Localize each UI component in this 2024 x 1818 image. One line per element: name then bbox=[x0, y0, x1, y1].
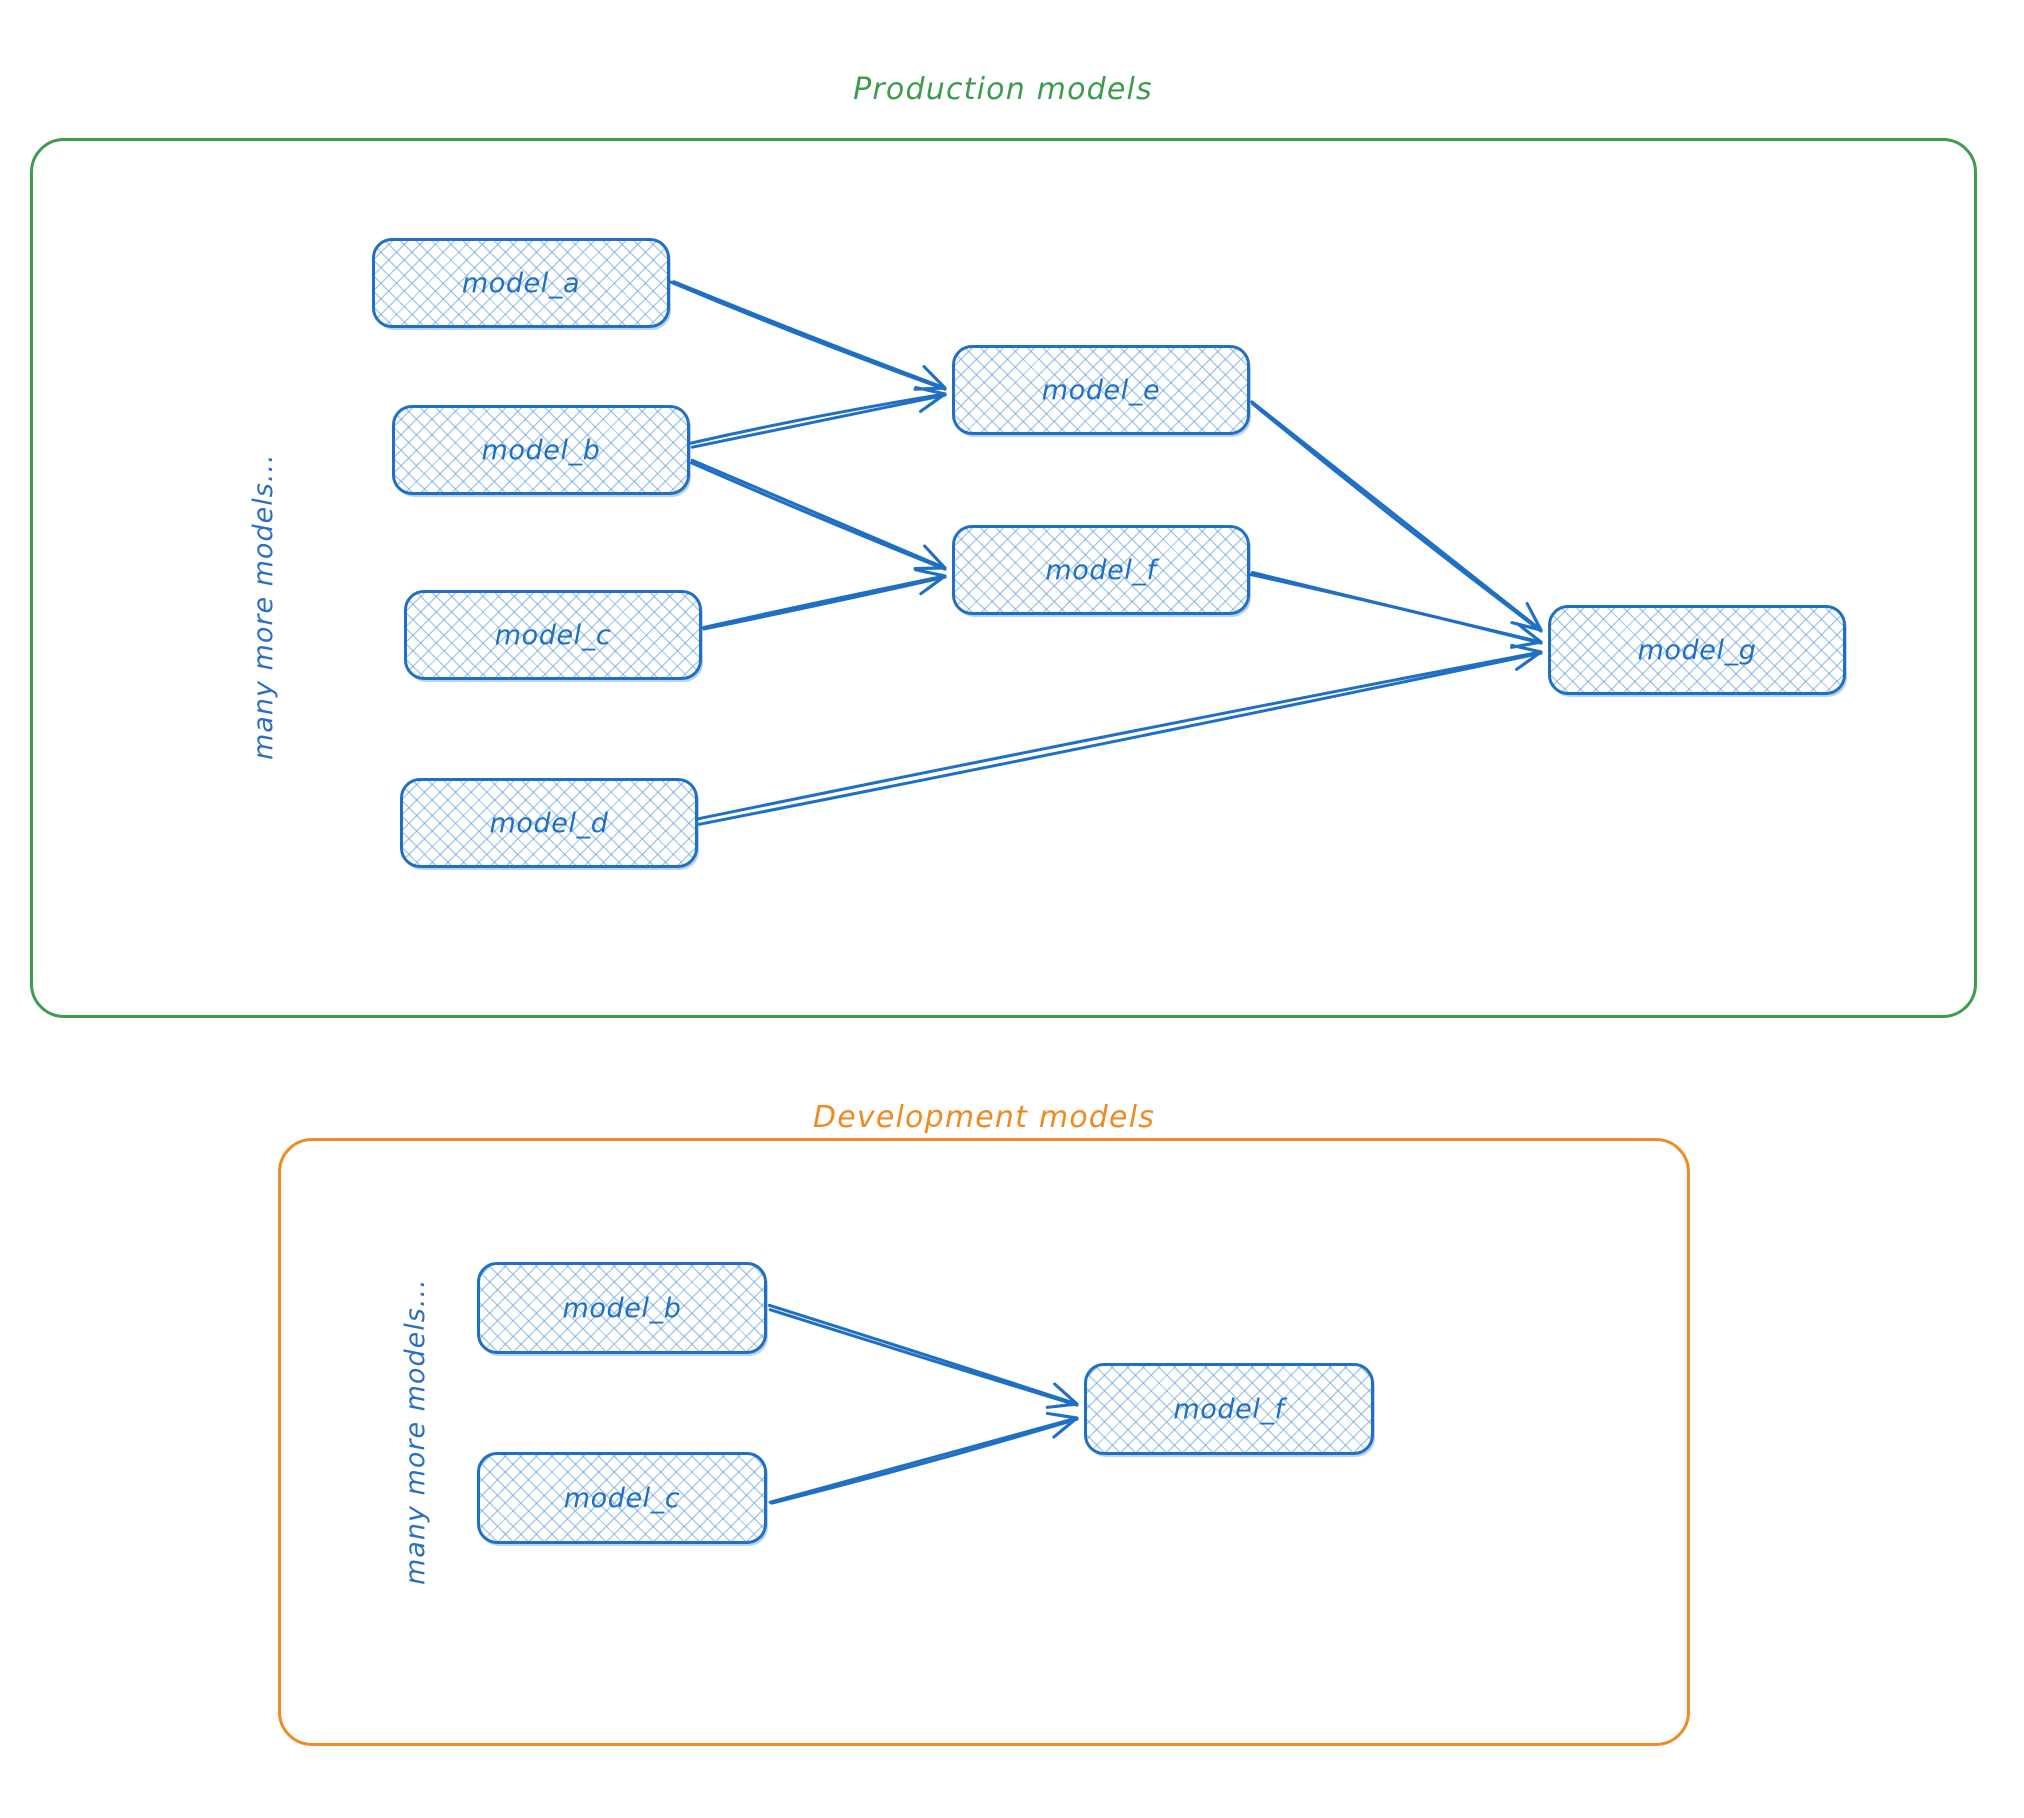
model-node-dev_model_b[interactable]: model_b bbox=[477, 1262, 767, 1354]
model-node-label: model_f bbox=[1173, 1393, 1285, 1425]
model-node-label: model_b bbox=[481, 434, 601, 466]
many-more-models-note-development: many more models... bbox=[400, 1278, 431, 1585]
model-node-model_d[interactable]: model_d bbox=[400, 778, 698, 868]
model-node-label: model_d bbox=[489, 807, 609, 839]
model-node-label: model_a bbox=[461, 267, 581, 299]
group-title-development: Development models bbox=[812, 1100, 1156, 1135]
group-frame-development bbox=[278, 1138, 1690, 1746]
model-node-label: model_g bbox=[1637, 634, 1757, 666]
model-node-label: model_c bbox=[563, 1482, 681, 1514]
model-node-dev_model_c[interactable]: model_c bbox=[477, 1452, 767, 1544]
model-node-model_a[interactable]: model_a bbox=[372, 238, 670, 328]
model-node-model_c[interactable]: model_c bbox=[404, 590, 702, 680]
many-more-models-note-production: many more models... bbox=[248, 453, 279, 760]
model-node-label: model_f bbox=[1045, 554, 1157, 586]
model-node-model_b[interactable]: model_b bbox=[392, 405, 690, 495]
model-node-model_e[interactable]: model_e bbox=[952, 345, 1250, 435]
model-node-label: model_e bbox=[1041, 374, 1161, 406]
model-node-dev_model_f[interactable]: model_f bbox=[1084, 1363, 1374, 1455]
model-node-label: model_c bbox=[494, 619, 612, 651]
group-title-production: Production models bbox=[853, 72, 1153, 107]
model-node-label: model_b bbox=[562, 1292, 682, 1324]
model-node-model_g[interactable]: model_g bbox=[1548, 605, 1846, 695]
group-frame-production bbox=[30, 138, 1977, 1018]
model-node-model_f[interactable]: model_f bbox=[952, 525, 1250, 615]
